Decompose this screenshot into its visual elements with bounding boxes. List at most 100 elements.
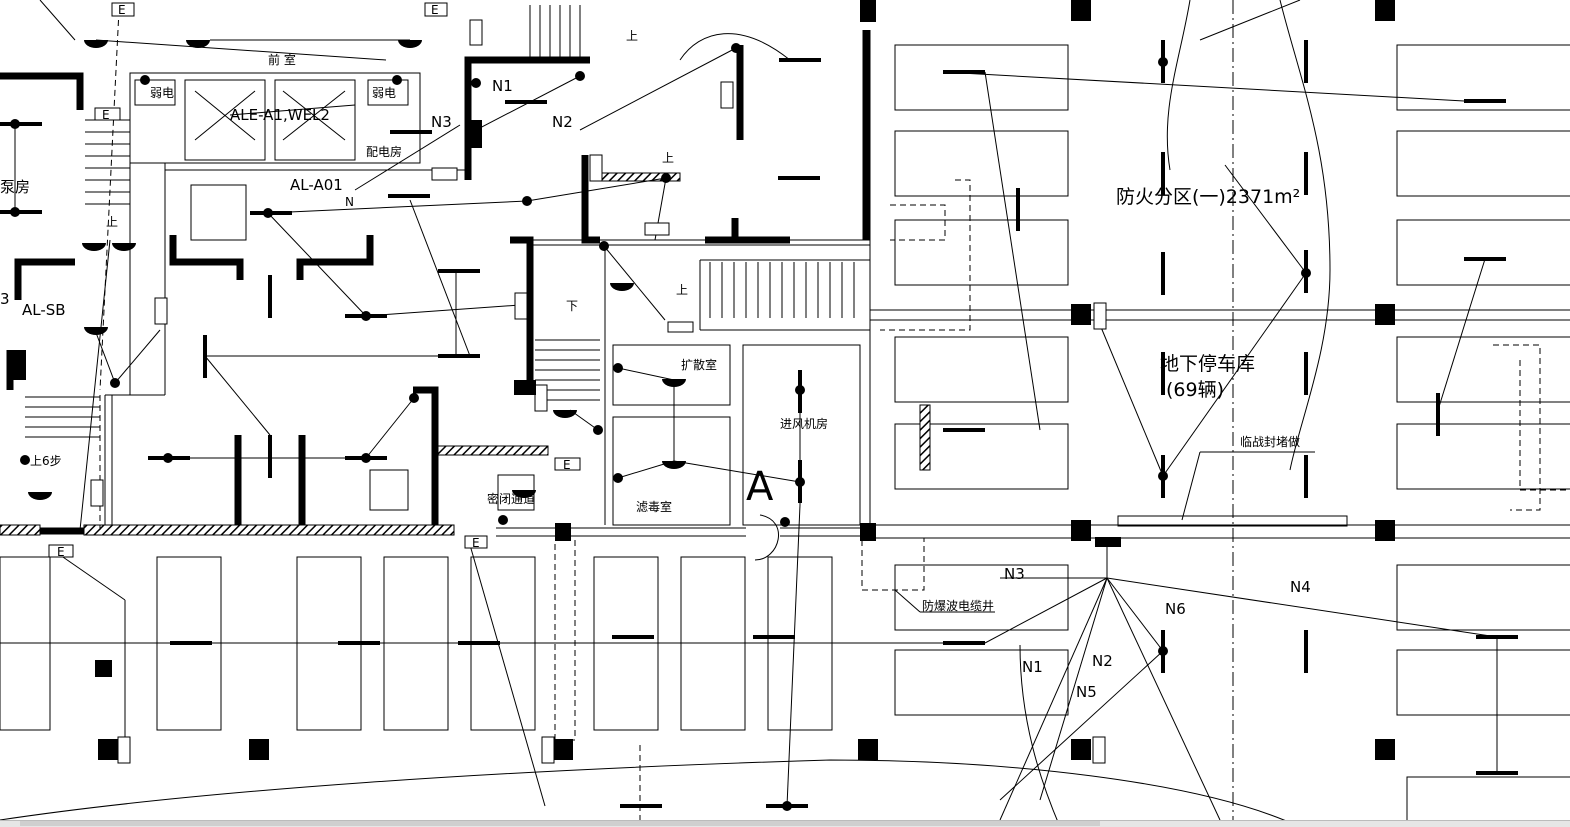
panel-ale: ALE-A1,WEL2 (230, 106, 330, 124)
dashed-duct (880, 179, 971, 331)
wire (984, 71, 1041, 431)
room-outline (274, 79, 356, 161)
outlet-box (431, 167, 458, 181)
ceiling-lamp (610, 283, 634, 291)
scrollbar-thumb[interactable] (20, 821, 1100, 826)
junction-dot (409, 393, 419, 403)
distribution-box (154, 297, 168, 325)
wire (204, 355, 271, 436)
distribution-box (1092, 736, 1106, 764)
wire-arc (0, 759, 1301, 827)
section-marker-a: A (746, 464, 774, 510)
room-weak-elec-1: 弱电 (150, 86, 174, 100)
wire (1097, 319, 1164, 477)
e-mark: E (57, 545, 65, 559)
wire (1437, 258, 1486, 411)
wire (1106, 577, 1164, 652)
circuit-label: N5 (1076, 683, 1097, 701)
panel-block (514, 380, 536, 395)
junction-dot (361, 453, 371, 463)
outlet-box (111, 2, 135, 17)
room-outline (612, 416, 731, 526)
column (1375, 739, 1395, 760)
wire (354, 124, 461, 191)
wire (469, 544, 546, 807)
outlet-box (667, 321, 694, 333)
wall (169, 235, 244, 280)
wire (229, 104, 356, 116)
parking-stall (1406, 776, 1570, 827)
fire-zone-label: 防火分区(一)2371m² (1116, 186, 1300, 208)
junction-dot (780, 517, 790, 527)
circuit-label: N3 (431, 113, 452, 131)
e-mark: E (563, 458, 571, 472)
junction-dot (1158, 57, 1168, 67)
wire (603, 245, 666, 321)
panel-al-sb: AL-SB (22, 301, 66, 319)
parking-stall (894, 219, 1069, 286)
stair-up-6: 上6步 (30, 454, 62, 468)
wire (267, 212, 367, 317)
column (1071, 739, 1091, 760)
outlet-box (464, 535, 488, 549)
wire (1106, 577, 1221, 821)
room-outline (129, 72, 421, 164)
e-mark: E (102, 108, 110, 122)
stair-up: 上 (626, 29, 638, 43)
wire (1039, 577, 1108, 801)
parking-count: (69辆) (1166, 379, 1224, 401)
wire-arc (679, 33, 791, 61)
distribution-box (514, 292, 528, 320)
wire (526, 177, 667, 202)
junction-dot (361, 311, 371, 321)
parking-label: 地下停车库 (1160, 353, 1255, 375)
room-diffusion: 扩散室 (681, 357, 717, 372)
wall (510, 236, 534, 395)
outlet-box (644, 222, 670, 236)
junction-dot (795, 385, 805, 395)
junction-dot (471, 78, 481, 88)
circuit-label: N1 (492, 77, 513, 95)
circuit-label: N3 (1004, 565, 1025, 583)
wire (579, 47, 737, 131)
wire (999, 650, 1164, 801)
column (1071, 304, 1091, 325)
wire (1181, 451, 1201, 521)
parking-stall (894, 649, 1069, 716)
distribution-box (1093, 302, 1107, 330)
wall (0, 72, 84, 110)
room-outline (190, 184, 247, 241)
junction-dot (10, 119, 20, 129)
wire (984, 577, 1108, 644)
junction-dot (498, 515, 508, 525)
parking-stall (894, 336, 1069, 403)
panel-block (470, 120, 482, 148)
dashed-duct (1519, 360, 1570, 491)
junction-dot (10, 207, 20, 217)
junction-dot (263, 208, 273, 218)
ceiling-lamp (512, 490, 536, 498)
n-mark: N (345, 195, 354, 209)
wire (673, 460, 801, 483)
dashed-duct (554, 539, 576, 741)
room-outline (612, 344, 731, 406)
junction-dot (613, 363, 623, 373)
e-mark: E (431, 3, 439, 17)
room-airtight-passage: 密闭通道 (487, 491, 535, 506)
column (1375, 304, 1395, 325)
distribution-box (469, 19, 483, 46)
wall (413, 386, 439, 528)
circuit-label: N6 (1165, 600, 1186, 618)
circuit-label: N4 (1290, 578, 1311, 596)
junction-dot (795, 477, 805, 487)
distribution-box (534, 384, 548, 412)
room-outline (742, 344, 861, 526)
circuit-label: N2 (1092, 652, 1113, 670)
ceiling-lamp (553, 410, 577, 418)
wire-arc (754, 514, 779, 561)
outlet-box (48, 544, 74, 558)
outlet-box (554, 457, 581, 471)
wire (942, 71, 1465, 102)
